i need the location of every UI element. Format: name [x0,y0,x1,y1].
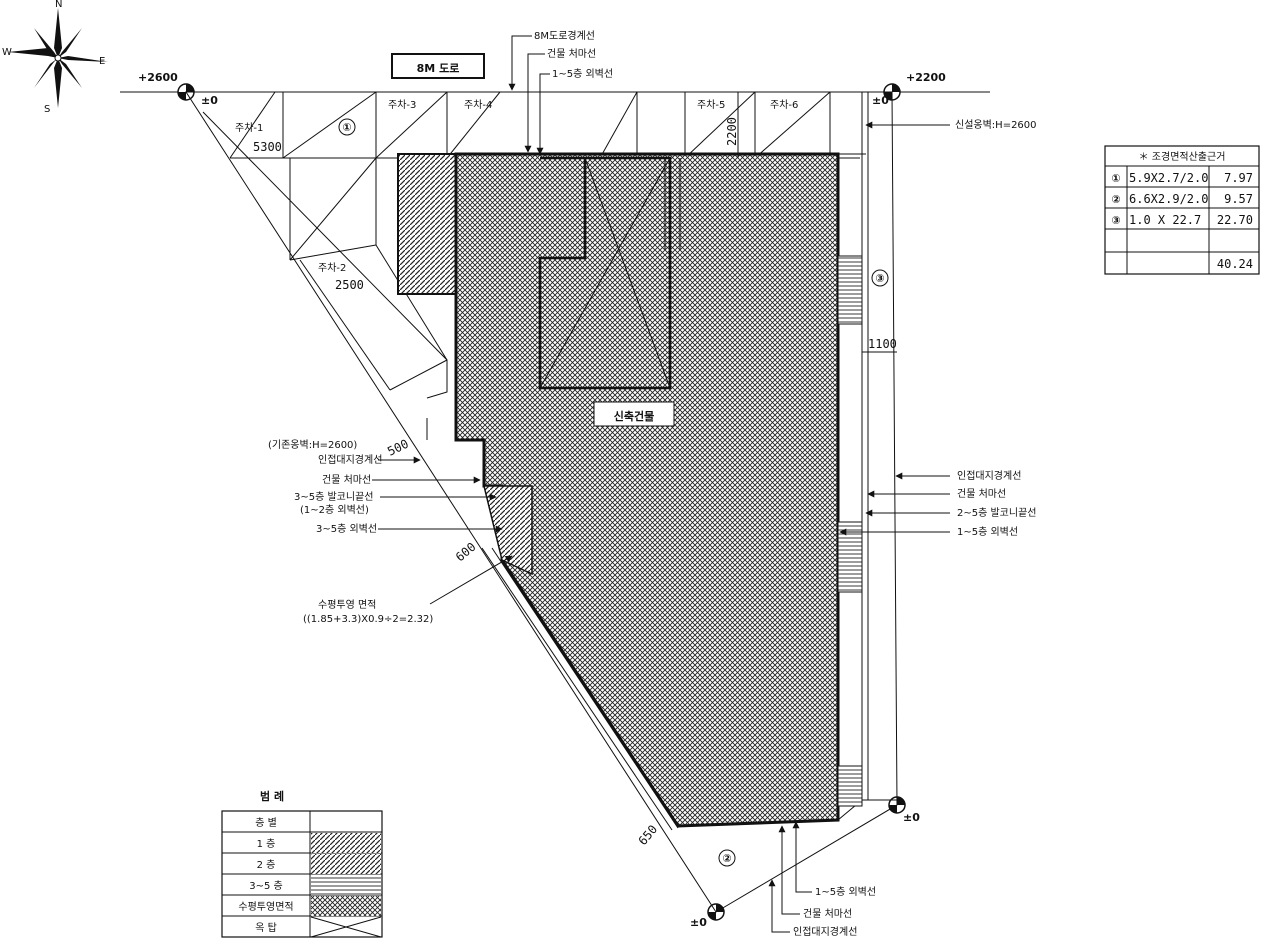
dim-600: 600 [453,540,479,565]
elevation-nw: +2600 [138,71,178,84]
note-bottom-setback: 건물 처마선 [803,908,852,920]
compass-w: W [2,47,12,58]
parking-5: 주차-5 [697,99,725,111]
building-label: 신축건물 [614,409,654,423]
lt-row3-value: 22.70 [1217,213,1253,227]
parking-1: 주차-1 [235,122,263,134]
legend-1f: 1 층 [257,838,276,850]
note-right-setback: 건물 처마선 [957,488,1006,500]
lt-row2-formula: 6.6X2.9/2.0 [1129,192,1208,206]
note-left-balcony-sub: (1~2층 외벽선) [300,504,369,516]
hatch-2f-sw [483,485,533,576]
leaders-right [839,472,950,536]
lt-total-value: 40.24 [1217,257,1253,271]
road-label: 8M 도로 [417,62,460,75]
elevation-zero-ne: ±0 [872,94,889,107]
leaders-left [372,456,513,605]
note-right-balcony: 2~5층 발코니끝선 [957,507,1036,519]
area-1: ① [342,121,351,134]
area-3: ③ [875,272,884,285]
elevation-zero-se: ±0 [903,811,920,824]
parking-4: 주차-4 [464,99,492,111]
lt-row1-formula: 5.9X2.7/2.0 [1129,171,1208,185]
road-label-box: 8M 도로 [391,53,485,79]
note-right-wall: 1~5층 외벽선 [957,526,1018,538]
leaders-top [508,35,950,155]
note-top-setback: 건물 처마선 [547,48,596,60]
lt-row2-value: 9.57 [1224,192,1253,206]
site-boundary [185,91,898,913]
note-bottom-boundary: 인접대지경계선 [793,925,857,938]
lt-row3-mark: ③ [1111,214,1120,227]
area-1-circle [338,118,356,136]
note-left-proj: 수평투영 면적 [318,599,376,611]
dim-500: 500 [385,437,411,459]
legend-proj: 수평투영면적 [238,901,293,913]
note-left-wall: 3~5층 외벽선 [316,523,377,535]
note-left-proj-formula: ((1.85+3.3)X0.9÷2=2.32) [303,614,433,625]
elevation-ne: +2200 [906,71,946,84]
note-right-new-wall: 신설옹벽:H=2600 [955,119,1037,131]
parking-6: 주차-6 [770,99,798,111]
leaders-bottom [768,821,812,933]
note-left-boundary: 인접대지경계선 [318,453,382,466]
legend-2f: 2 층 [257,859,276,871]
compass-s: S [44,104,50,115]
elevation-zero-s: ±0 [690,916,707,929]
lt-row1-value: 7.97 [1224,171,1253,185]
compass-n: N [55,0,62,10]
dim-2200: 2200 [725,117,739,146]
legend-swatch-3-5f [311,875,381,895]
dim-5300: 5300 [253,140,282,154]
legend-rooftop: 옥 탑 [255,922,277,934]
rooftop-x-2 [539,157,671,389]
hatch-2f-nw [397,153,457,295]
note-right-boundary: 인접대지경계선 [957,469,1021,482]
dim-1100: 1100 [868,337,897,351]
note-top-wall: 1~5층 외벽선 [552,68,613,80]
parking-2: 주차-2 [318,262,346,274]
compass-e: E [99,56,105,67]
legend-title: 범 례 [260,789,284,803]
hatch-3-5f-right-3 [837,765,863,807]
area-2: ② [722,852,731,865]
note-top-road: 8M도로경계선 [534,29,595,42]
legend-swatch-2f [311,854,381,874]
building-label-box [593,401,675,427]
hatch-3-5f-right-1 [837,255,863,325]
setback-line-left [202,111,448,440]
area-3-circle [871,269,889,287]
legend-swatch-rooftop-x2 [310,916,382,938]
elevation-zero-nw: ±0 [201,94,218,107]
note-left-balcony: 3~5층 발코니끝선 [294,491,373,503]
legend: 범 례 층 별 1 층 2 층 3~5 층 수평투영면적 옥 탑 [221,789,383,938]
legend-header: 층 별 [255,817,277,829]
area-2-circle [718,849,736,867]
rooftop-x-1 [584,157,671,389]
dim-650: 650 [636,822,661,848]
legend-swatch-proj [311,896,381,916]
lt-row1-mark: ① [1111,172,1120,185]
legend-swatch-1f [311,833,381,853]
dim-2500: 2500 [335,278,364,292]
note-left-exist-wall: (기존옹벽:H=2600) [268,439,357,451]
note-left-setback: 건물 처마선 [322,474,371,486]
lt-row3-formula: 1.0 X 22.7 [1129,213,1201,227]
legend-3-5f: 3~5 층 [249,880,282,892]
diagonal-wall-line-2 [481,547,673,831]
landscape-table-title: ＊ 조경면적산출근거 [1139,150,1226,163]
landscape-table: ＊ 조경면적산출근거 ① 5.9X2.7/2.0 7.97 ② 6.6X2.9/… [1104,145,1260,275]
compass-rose: N E W S [2,0,108,115]
lt-row2-mark: ② [1111,193,1120,206]
note-bottom-wall: 1~5층 외벽선 [815,886,876,898]
parking-3: 주차-3 [388,99,416,111]
